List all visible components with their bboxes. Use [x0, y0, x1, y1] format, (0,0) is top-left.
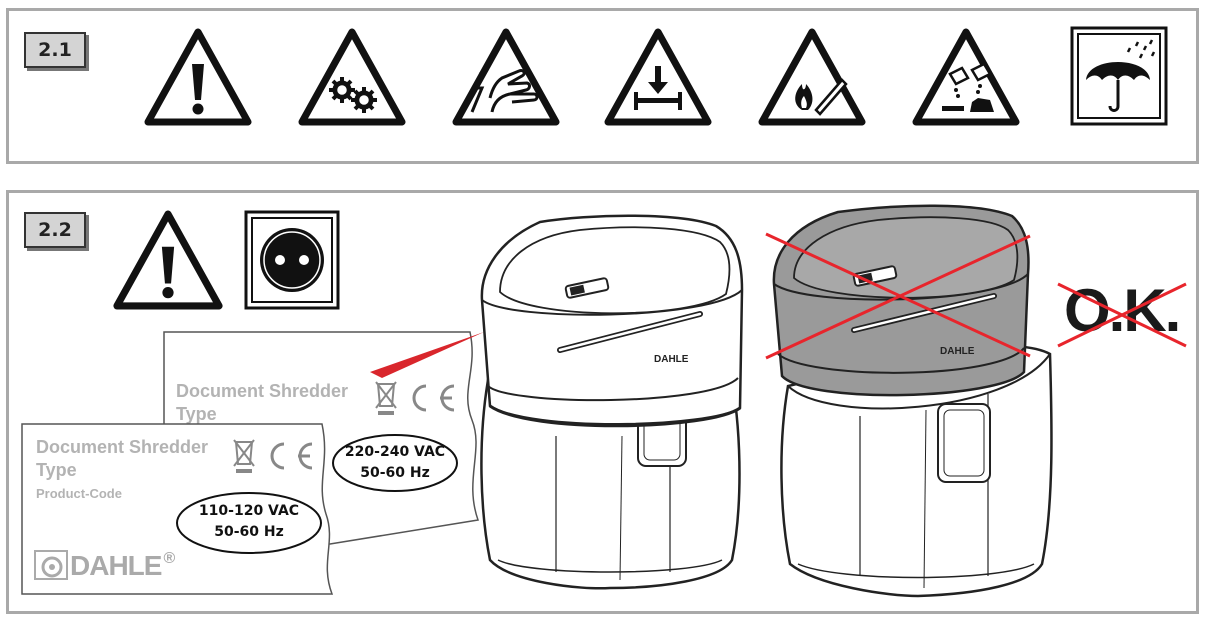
label-pointer: [370, 332, 484, 378]
back-frequency: 50-60 Hz: [360, 465, 430, 481]
front-label-product-code: Product-Code: [36, 486, 122, 501]
voltage-oval-back: [332, 434, 458, 492]
dahle-registered: ®: [163, 550, 175, 567]
rotating-gears-warning-icon: [298, 28, 406, 126]
back-label-title-line1: Document Shredder: [176, 381, 349, 401]
dahle-brand: DAHLE: [70, 550, 162, 581]
section-label-2-2: 2.2: [24, 212, 86, 248]
general-warning-icon: [144, 28, 252, 126]
general-warning-icon-2-2: [113, 210, 223, 310]
power-socket-icon: [244, 210, 340, 310]
back-voltage-text: 220-240 VAC 50-60 Hz: [330, 442, 460, 484]
dahle-logo-icon: [34, 550, 68, 580]
shredder-correct: DAHLE: [480, 214, 744, 590]
corrosive-warning-icon: [912, 28, 1020, 126]
back-label-title: Document Shredder Type: [176, 380, 348, 426]
flammable-spray-warning-icon: [758, 28, 866, 126]
front-label-title-line1: Document Shredder: [36, 437, 209, 457]
voltage-oval-front: [176, 492, 322, 554]
ok-red-cross: [1057, 282, 1187, 348]
dahle-logo-text: DAHLE®: [70, 550, 175, 582]
shredder-correct-brand: DAHLE: [654, 354, 689, 365]
back-voltage: 220-240 VAC: [344, 444, 446, 460]
section-label-2-1: 2.1: [24, 32, 86, 68]
front-voltage-text: 110-120 VAC 50-60 Hz: [174, 501, 324, 543]
keep-dry-umbrella-icon: [1070, 26, 1168, 126]
front-label-title: Document Shredder Type: [36, 436, 208, 482]
front-label-title-line2: Type: [36, 460, 77, 480]
back-label-title-line2: Type: [176, 404, 217, 424]
front-voltage: 110-120 VAC: [198, 503, 300, 519]
front-label-weee-ce-icon: [233, 439, 313, 473]
heavy-load-warning-icon: [604, 28, 712, 126]
back-label-weee-ce-icon: [375, 381, 455, 415]
incorrect-red-cross: [765, 232, 1031, 360]
shredder-incorrect: DAHLE: [772, 204, 1053, 598]
shredder-incorrect-brand: DAHLE: [940, 346, 975, 357]
front-frequency: 50-60 Hz: [214, 524, 284, 540]
hand-crush-warning-icon: [452, 28, 560, 126]
